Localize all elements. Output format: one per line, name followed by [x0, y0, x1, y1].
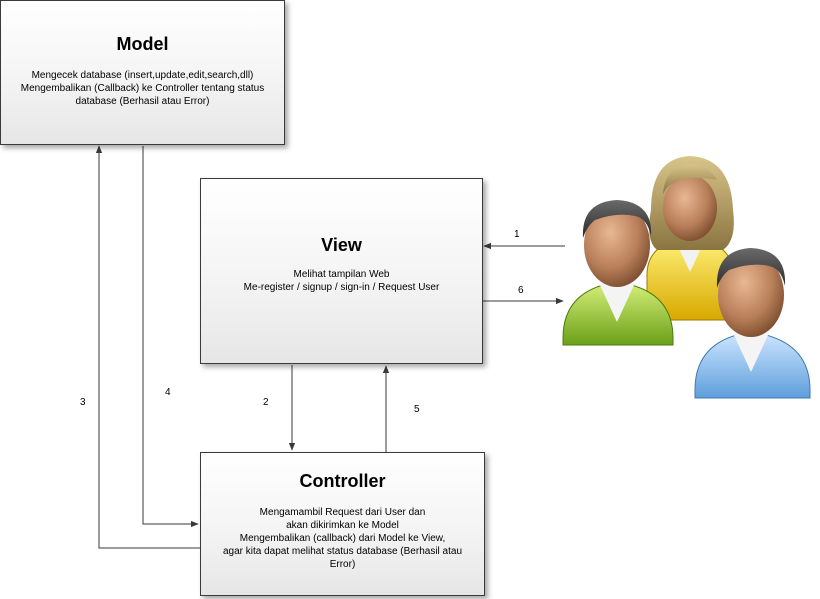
users-group-icon [562, 156, 811, 399]
view-line: Melihat tampilan Web [293, 269, 390, 280]
model-description: Mengecek database (insert,update,edit,se… [1, 69, 284, 108]
controller-description: Mengamambil Request dari User dan akan d… [201, 506, 484, 571]
view-title: View [321, 235, 362, 255]
controller-line: Error) [329, 559, 356, 570]
step-label-1: 1 [514, 229, 520, 240]
arrow-step-4 [142, 146, 199, 528]
controller-line: akan dikirimkan ke Model [286, 520, 399, 531]
step-label-3: 3 [80, 397, 86, 408]
user-man-blue-figure [694, 248, 811, 399]
model-line: Mengecek database (insert,update,edit,se… [31, 70, 254, 81]
step-label-2: 2 [263, 397, 269, 408]
view-line: Me-register / signup / sign-in / Request… [243, 282, 440, 293]
controller-line: Mengembalikan (callback) dari Model ke V… [239, 533, 446, 544]
controller-title: Controller [299, 471, 386, 491]
user-man-green-figure [562, 200, 674, 346]
model-title: Model [116, 34, 169, 54]
view-description: Melihat tampilan Web Me-register / signu… [201, 268, 482, 294]
user-woman-figure [646, 156, 734, 321]
controller-box: Controller Mengamambil Request dari User… [200, 452, 485, 596]
step-label-4: 4 [165, 387, 171, 398]
view-box: View Melihat tampilan Web Me-register / … [200, 178, 483, 364]
model-box: Model Mengecek database (insert,update,e… [0, 0, 285, 145]
arrow-step-3 [95, 145, 200, 549]
controller-line: Mengamambil Request dari User dan [259, 507, 426, 518]
controller-line: agar kita dapat melihat status database … [222, 546, 463, 557]
model-line: database (Berhasil atau Error) [75, 96, 210, 107]
model-line: Mengembalikan (Callback) ke Controller t… [20, 83, 265, 94]
step-label-5: 5 [414, 404, 420, 415]
step-label-6: 6 [518, 285, 524, 296]
